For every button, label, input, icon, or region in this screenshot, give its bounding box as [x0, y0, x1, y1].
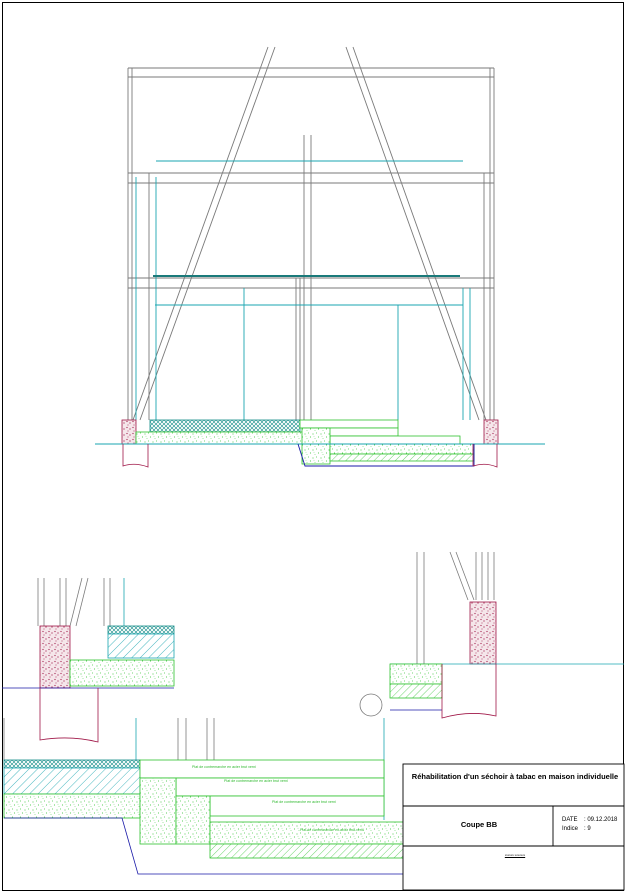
title-block	[402, 763, 625, 891]
detail-marker-circle	[359, 693, 383, 717]
cut-line	[297, 443, 475, 467]
detail-bottom-screed	[3, 759, 141, 769]
floor-screed	[149, 419, 301, 433]
step-1	[299, 419, 399, 429]
foundations	[122, 444, 498, 468]
detail-right-masonry	[469, 601, 497, 665]
glazing-lines	[135, 160, 471, 420]
detail-right-insulation	[389, 663, 443, 685]
detail-left-masonry	[39, 625, 71, 689]
detail-bottom-lower-insulation	[209, 821, 405, 845]
detail-bottom-insulation	[3, 793, 141, 819]
project-title: Réhabilitation d'un séchoir à tabac en m…	[411, 772, 619, 781]
indice-value: : 9	[584, 826, 591, 832]
detail-left	[2, 577, 175, 743]
detail-right-hatch	[389, 683, 443, 699]
detail-left-insulation	[69, 659, 175, 687]
main-section	[95, 46, 545, 468]
detail-bottom-step-insulation	[139, 777, 177, 845]
timber-frame	[127, 46, 495, 421]
detail-right	[359, 551, 624, 719]
detail-bottom	[3, 718, 405, 875]
callout-floor-layer-2: Plat de contremarche en acier brut verni	[224, 779, 288, 783]
detail-bottom-step-3	[209, 795, 385, 817]
detail-bottom-lower-hatch	[209, 843, 405, 859]
step-3	[329, 435, 461, 445]
date-value: : 09.12.2018	[584, 817, 618, 823]
step-insulation	[301, 427, 331, 465]
callout-floor-layer-4: Plat de contremarche en acier brut verni	[300, 828, 364, 832]
detail-left-hatch	[107, 633, 175, 659]
callout-floor-layer-3: Plat de contremarche en acier brut verni	[272, 800, 336, 804]
floor-insulation	[135, 431, 305, 445]
lower-floor-hatch	[329, 453, 475, 462]
date-label: DATE	[562, 817, 578, 823]
detail-bottom-step-1	[139, 759, 385, 779]
left-masonry-footing	[121, 419, 137, 445]
sheet-name: Coupe BB	[460, 820, 498, 829]
detail-left-screed	[107, 625, 175, 635]
callout-floor-layer-1: Plat de contremarche en acier brut verni	[192, 765, 256, 769]
detail-bottom-step-insulation-2	[175, 795, 211, 845]
detail-bottom-hatch	[3, 767, 141, 795]
indice-label: Indice	[562, 826, 579, 832]
author-name: xxxxxx xxxxxxx	[504, 853, 526, 857]
right-masonry-footing	[483, 419, 499, 445]
lower-floor-insulation	[329, 443, 475, 455]
